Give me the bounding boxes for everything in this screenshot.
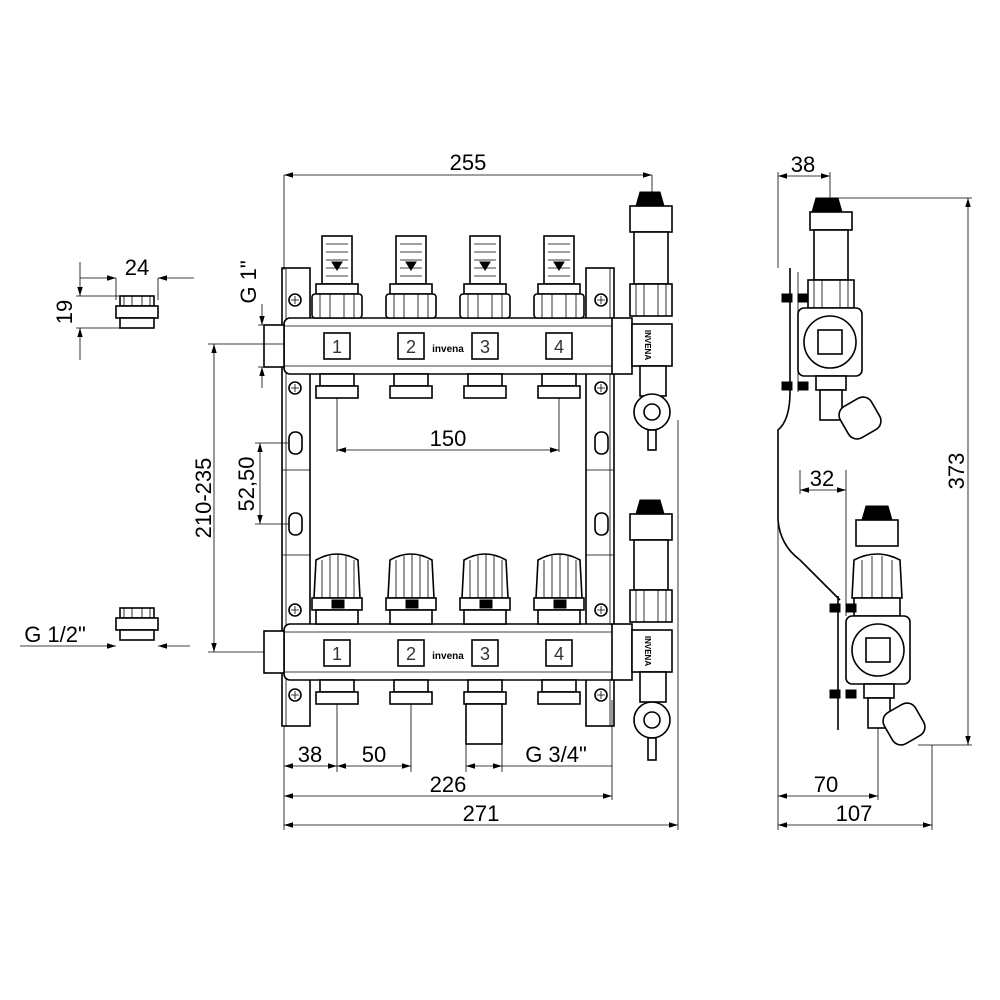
dim-label-52-50: 52,50 bbox=[234, 456, 259, 511]
lower-manifold bbox=[263, 623, 617, 681]
lower-port-label-2: 2 bbox=[406, 644, 416, 664]
dimension-lines bbox=[20, 172, 972, 830]
dim-label-107: 107 bbox=[836, 801, 873, 826]
valve-cap-3 bbox=[459, 553, 511, 705]
dim-label-373: 373 bbox=[944, 453, 969, 490]
dim-label-255: 255 bbox=[450, 150, 487, 175]
lower-port-label-1: 1 bbox=[332, 644, 342, 664]
upper-port-label-2: 2 bbox=[406, 337, 416, 357]
valve-cap-1 bbox=[311, 553, 363, 705]
dim-label-g-three-quarter: G 3/4" bbox=[525, 742, 587, 767]
nipple-lower bbox=[115, 607, 159, 641]
valve-cap-2 bbox=[385, 553, 437, 705]
dim-label-24: 24 bbox=[125, 255, 149, 280]
flow-meter-4 bbox=[533, 235, 585, 399]
dim-label-38: 38 bbox=[298, 742, 322, 767]
lower-port-label-4: 4 bbox=[554, 644, 564, 664]
dim-label-150: 150 bbox=[430, 426, 467, 451]
flow-meter-1 bbox=[311, 235, 363, 399]
dim-label-50: 50 bbox=[362, 742, 386, 767]
dim-label-210-235: 210-235 bbox=[191, 458, 216, 539]
dim-label-side-38: 38 bbox=[791, 152, 815, 177]
end-unit-upper: INVENA bbox=[611, 191, 673, 451]
dim-label-226: 226 bbox=[430, 772, 467, 797]
upper-brand-logo: invena bbox=[432, 344, 464, 355]
upper-port-label-3: 3 bbox=[480, 337, 490, 357]
lower-port-label-3: 3 bbox=[480, 644, 490, 664]
upper-port-label-1: 1 bbox=[332, 337, 342, 357]
dim-label-g1: G 1" bbox=[236, 260, 261, 303]
flow-meter-2 bbox=[385, 235, 437, 399]
dim-label-19: 19 bbox=[52, 300, 77, 324]
end-unit-lower: INVENA bbox=[611, 499, 673, 761]
nipple-upper bbox=[115, 295, 159, 329]
dim-label-side-32: 32 bbox=[810, 466, 834, 491]
dim-label-70: 70 bbox=[814, 772, 838, 797]
dim-label-271: 271 bbox=[463, 801, 500, 826]
side-view bbox=[777, 197, 926, 746]
lower-brand-logo: invena bbox=[432, 651, 464, 662]
lower-valve-brand: INVENA bbox=[643, 636, 652, 666]
upper-valve-brand: INVENA bbox=[643, 330, 652, 360]
valve-cap-4 bbox=[533, 553, 585, 705]
outlet-pipe-stub bbox=[465, 703, 503, 745]
flow-meter-3 bbox=[459, 235, 511, 399]
upper-port-label-4: 4 bbox=[554, 337, 564, 357]
dim-label-g-half: G 1/2" bbox=[24, 622, 86, 647]
upper-manifold bbox=[263, 317, 617, 375]
